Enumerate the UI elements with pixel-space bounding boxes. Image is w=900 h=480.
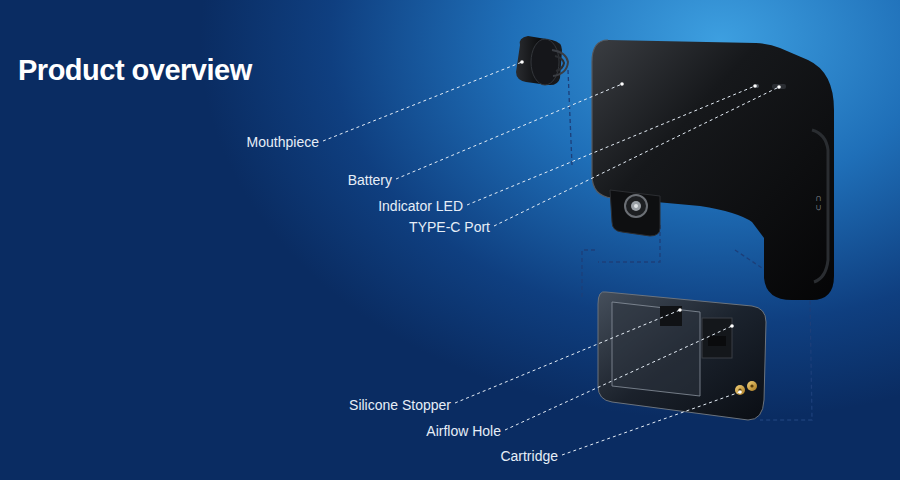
- svg-text:⊂ ⊃: ⊂ ⊃: [814, 195, 823, 211]
- part-label: Airflow Hole: [426, 423, 501, 439]
- page-title: Product overview: [18, 54, 252, 87]
- part-label: Mouthpiece: [247, 134, 319, 150]
- cartridge-part: [598, 292, 766, 420]
- leader-line: [323, 62, 779, 455]
- part-label: Cartridge: [500, 448, 558, 464]
- battery-part: ⊂ ⊃: [592, 40, 834, 300]
- leader-dot: [520, 60, 781, 394]
- part-label: Indicator LED: [378, 198, 463, 214]
- mouthpiece-part: [516, 36, 568, 85]
- part-label: Silicone Stopper: [349, 397, 451, 413]
- part-label: TYPE-C Port: [409, 219, 490, 235]
- part-label: Battery: [348, 172, 392, 188]
